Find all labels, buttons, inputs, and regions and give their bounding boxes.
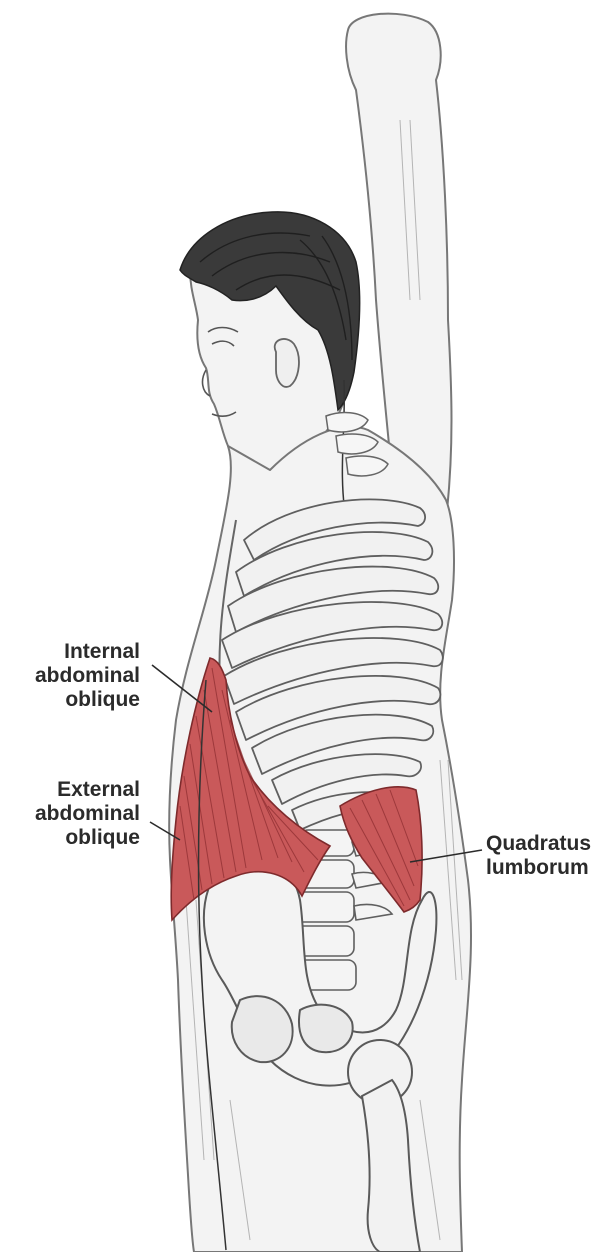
label-internal-oblique-line-1: Internal: [20, 640, 140, 664]
label-external-oblique-line-2: abdominal: [20, 802, 140, 826]
label-internal-oblique-line-3: oblique: [20, 688, 140, 712]
label-external-oblique-line-3: oblique: [20, 826, 140, 850]
ear: [275, 339, 299, 387]
label-external-oblique-line-1: External: [20, 778, 140, 802]
label-internal-oblique-line-2: abdominal: [20, 664, 140, 688]
label-internal-oblique: Internal abdominal oblique: [20, 640, 140, 712]
label-quadratus-lumborum-line-2: lumborum: [486, 856, 598, 880]
label-quadratus-lumborum: Quadratus lumborum: [486, 832, 598, 880]
label-external-oblique: External abdominal oblique: [20, 778, 140, 850]
label-quadratus-lumborum-line-1: Quadratus: [486, 832, 598, 856]
